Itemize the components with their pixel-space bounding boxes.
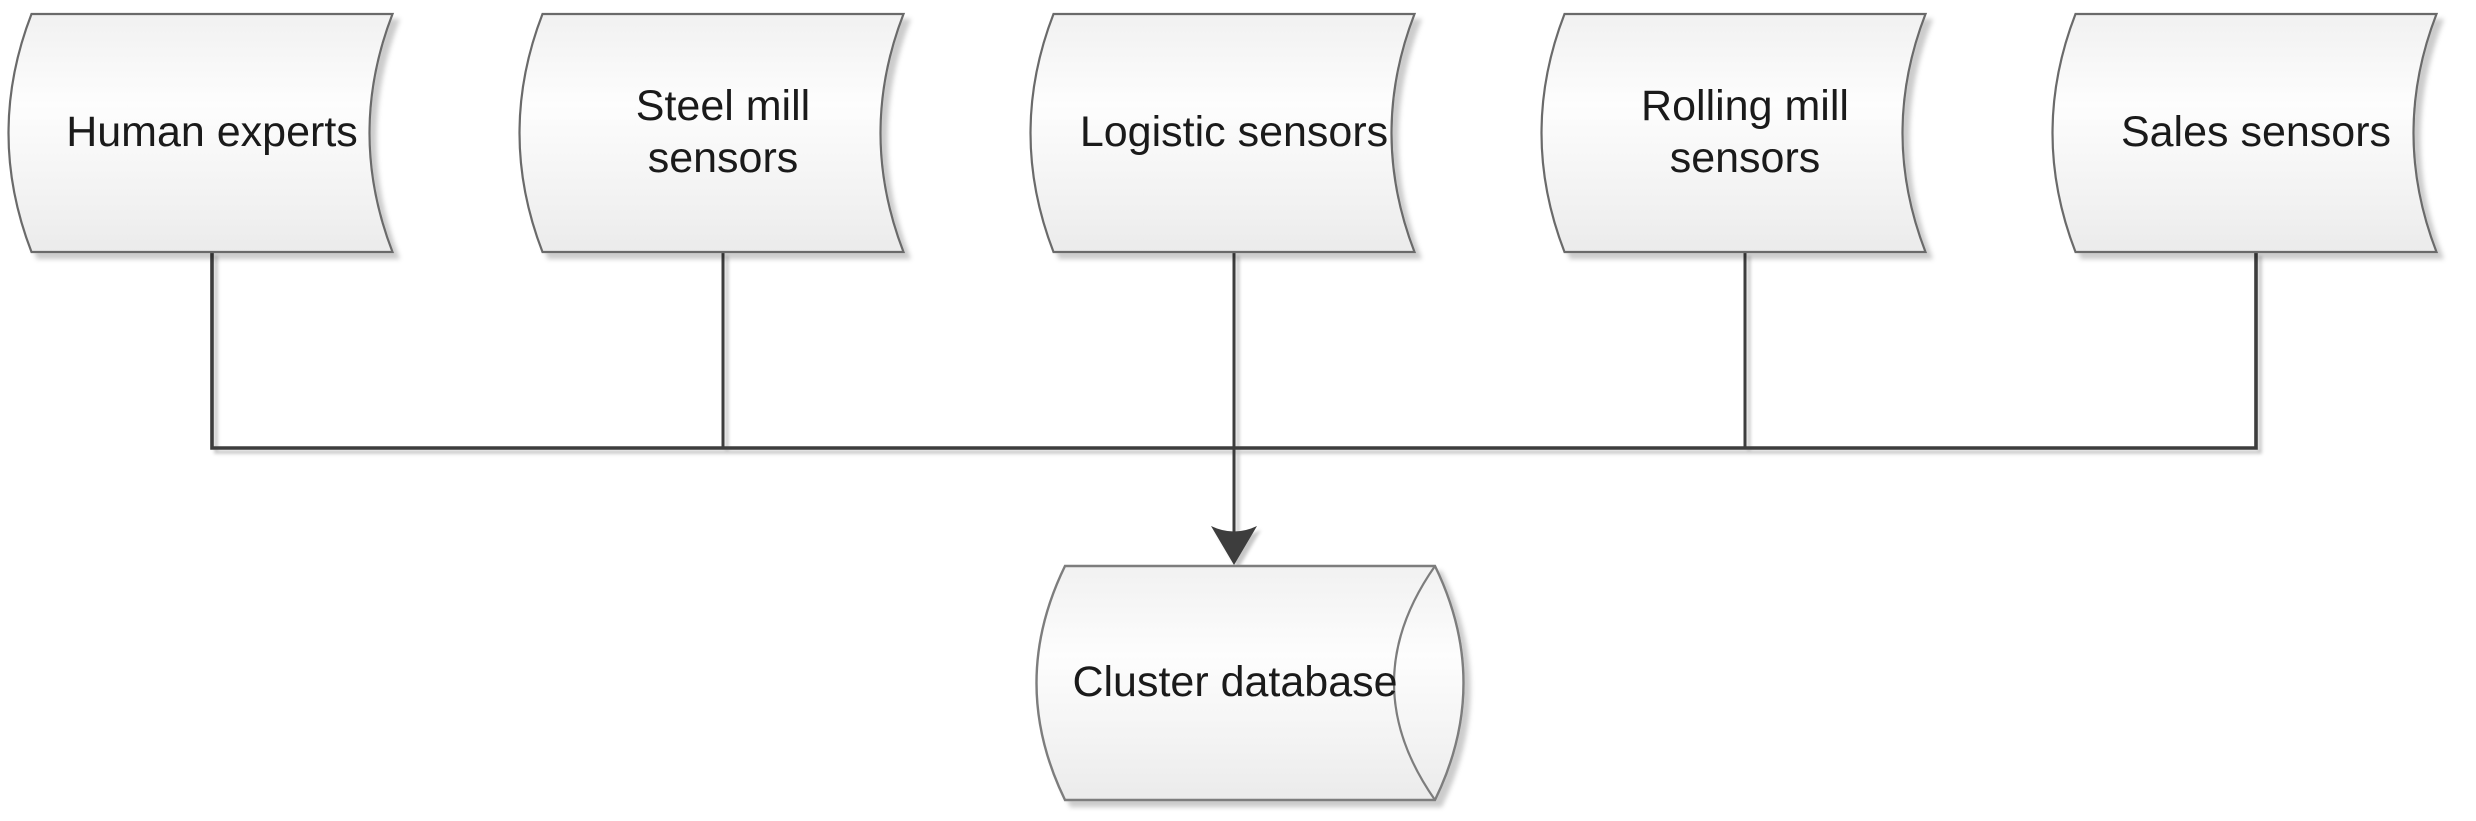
source-shape-logistic-sensors bbox=[1029, 12, 1416, 254]
source-shape-steel-mill-sensors bbox=[518, 12, 905, 254]
down-arrowhead bbox=[1211, 526, 1257, 565]
connector-group bbox=[210, 252, 2258, 565]
cylinder-body bbox=[1035, 564, 1465, 802]
target-shape-cluster-database bbox=[1035, 564, 1465, 802]
source-shape-rolling-mill-sensors bbox=[1540, 12, 1927, 254]
source-shape-sales-sensors bbox=[2051, 12, 2438, 254]
cylinder-end-cap-arc bbox=[1393, 565, 1436, 801]
source-shape-human-experts bbox=[7, 12, 394, 254]
